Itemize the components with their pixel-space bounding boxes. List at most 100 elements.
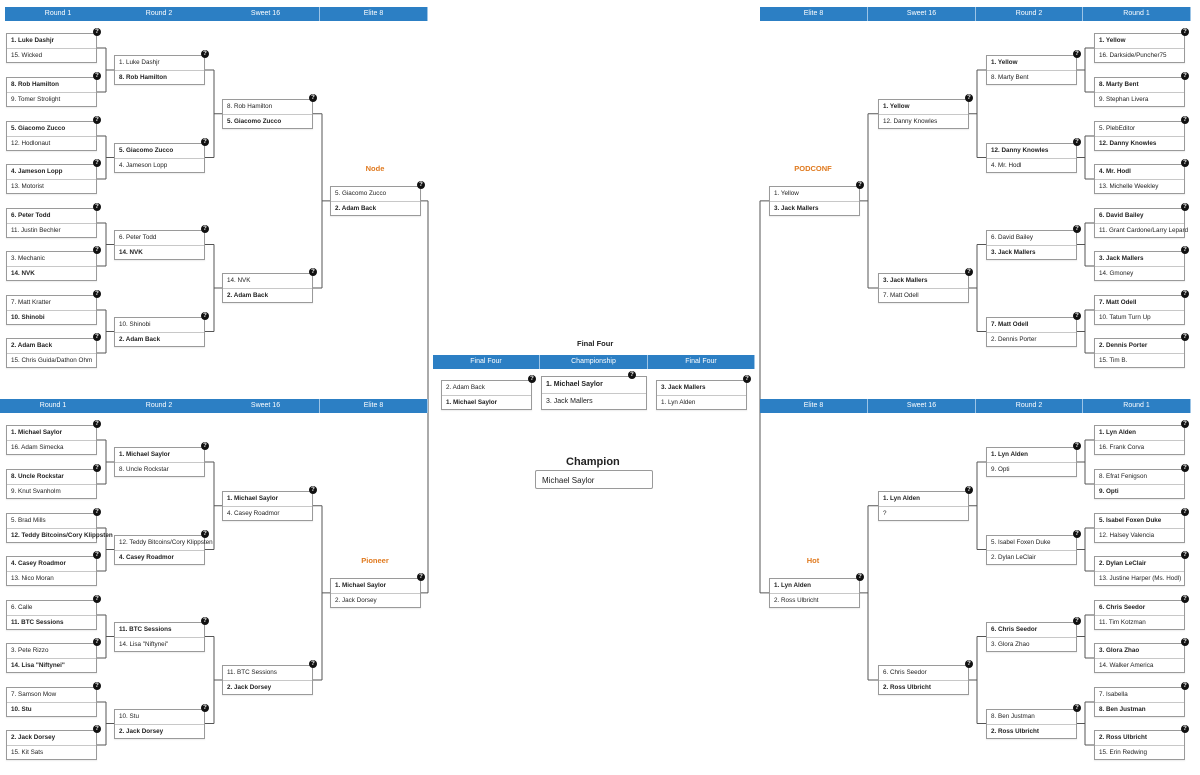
team-slot[interactable]: 4. Jameson Lopp <box>119 161 168 169</box>
team-slot[interactable]: 5. Giacomo Zucco <box>331 187 420 202</box>
team-slot[interactable]: 9. Opti <box>991 466 1010 473</box>
help-icon[interactable]: ? <box>309 485 317 494</box>
team-slot[interactable]: 8. Rob Hamilton <box>7 78 96 93</box>
help-icon[interactable]: ? <box>1073 311 1081 320</box>
help-icon[interactable]: ? <box>1073 616 1081 625</box>
help-icon[interactable]: ? <box>93 595 101 603</box>
team-slot[interactable]: 2. Dennis Porter <box>1095 339 1184 354</box>
team-slot[interactable]: 10. Tatum Turn Up <box>1099 314 1151 321</box>
help-icon[interactable]: ? <box>1181 290 1189 298</box>
help-icon[interactable]: ? <box>93 116 101 124</box>
team-slot[interactable]: 5. Giacomo Zucco <box>227 117 282 125</box>
help-icon[interactable]: ? <box>1073 50 1081 58</box>
team-slot[interactable]: 2. Ross Ulbricht <box>1095 731 1184 746</box>
team-slot[interactable]: 8. Ben Justman <box>987 710 1076 725</box>
help-icon[interactable]: ? <box>1073 442 1081 450</box>
team-slot[interactable]: 15. Wicked <box>11 52 43 59</box>
team-slot[interactable]: 1. Yellow <box>879 100 968 115</box>
team-slot[interactable]: 6. Calle <box>7 601 96 616</box>
help-icon[interactable]: ? <box>856 572 864 581</box>
team-slot[interactable]: 4. Casey Roadmor <box>119 553 174 561</box>
pioneer-s16-match[interactable]: 11. BTC Sessions 2. Jack Dorsey <box>222 665 313 695</box>
team-slot[interactable]: 2. Adam Back <box>227 292 269 299</box>
team-slot[interactable]: 5. Isabel Foxen Duke <box>1095 514 1184 529</box>
help-icon[interactable]: ? <box>417 572 425 581</box>
team-slot[interactable]: 9. Tomer Strolight <box>11 96 61 103</box>
team-slot[interactable]: 2. Jack Dorsey <box>227 684 272 691</box>
help-icon[interactable]: ? <box>1181 638 1189 646</box>
team-slot[interactable]: 5. Giacomo Zucco <box>7 122 96 137</box>
team-slot[interactable]: 4. Jameson Lopp <box>7 165 96 180</box>
team-slot[interactable]: 3. Pete Rizzo <box>7 644 96 659</box>
team-slot[interactable]: 8. Marty Bent <box>991 74 1029 81</box>
help-icon[interactable]: ? <box>965 485 973 494</box>
help-icon[interactable]: ? <box>93 682 101 690</box>
team-slot[interactable]: 7. Matt Odell <box>1095 296 1184 311</box>
team-slot[interactable]: 11. BTC Sessions <box>223 666 312 681</box>
team-slot[interactable]: 11. Justin Bechler <box>11 227 61 234</box>
team-slot[interactable]: 5. Brad Mills <box>7 514 96 529</box>
team-slot[interactable]: 2. Adam Back <box>335 204 377 212</box>
help-icon[interactable]: ? <box>93 290 101 298</box>
team-slot[interactable]: 8. Rob Hamilton <box>223 100 312 115</box>
team-slot[interactable]: 6. David Bailey <box>1095 209 1184 224</box>
team-slot[interactable]: 11. BTC Sessions <box>11 619 64 626</box>
team-slot[interactable]: 7. Samson Mow <box>7 688 96 703</box>
team-slot[interactable]: 2. Dennis Porter <box>991 335 1037 343</box>
help-icon[interactable]: ? <box>1181 28 1189 36</box>
team-slot[interactable]: 6. David Bailey <box>987 231 1076 246</box>
team-slot[interactable]: 3. Jack Mallers <box>879 274 968 289</box>
team-slot[interactable]: 3. Jack Mallers <box>657 381 746 396</box>
team-slot[interactable]: 3. Mechanic <box>7 252 96 267</box>
help-icon[interactable]: ? <box>1073 224 1081 233</box>
help-icon[interactable]: ? <box>201 703 209 712</box>
team-slot[interactable]: 8. Efrat Fenigson <box>1095 470 1184 485</box>
team-slot[interactable]: 12. Danny Knowles <box>1099 140 1157 147</box>
team-slot[interactable]: 1. Michael Saylor <box>331 579 420 594</box>
team-slot[interactable]: 6. Chris Seedor <box>1095 601 1184 616</box>
team-slot[interactable]: 14. Walker America <box>1099 662 1154 669</box>
help-icon[interactable]: ? <box>1181 203 1189 211</box>
help-icon[interactable]: ? <box>93 333 101 341</box>
help-icon[interactable]: ? <box>1181 333 1189 341</box>
help-icon[interactable]: ? <box>1181 725 1189 733</box>
node-s16-match[interactable]: 8. Rob Hamilton 5. Giacomo Zucco <box>222 98 313 129</box>
help-icon[interactable]: ? <box>528 375 536 383</box>
team-slot[interactable]: 7. Matt Kratter <box>7 296 96 311</box>
team-slot[interactable]: 1. Lyn Alden <box>1095 426 1184 441</box>
team-slot[interactable]: 1. Michael Saylor <box>7 426 96 441</box>
help-icon[interactable]: ? <box>309 93 317 102</box>
team-slot[interactable]: 2. Adam Back <box>119 335 161 343</box>
team-slot[interactable]: 13. Michelle Weekley <box>1099 183 1159 190</box>
team-slot[interactable]: 8. Uncle Rockstar <box>7 470 96 485</box>
team-slot[interactable]: 2. Dylan LeClair <box>1095 557 1184 572</box>
team-slot[interactable]: 14. Lisa "Niftynei" <box>119 640 169 648</box>
help-icon[interactable]: ? <box>965 268 973 276</box>
team-slot[interactable]: 1. Michael Saylor <box>223 492 312 507</box>
team-slot[interactable]: 1. Michael Saylor <box>446 399 498 406</box>
team-slot[interactable]: 1. Michael Saylor <box>115 448 204 463</box>
help-icon[interactable]: ? <box>93 246 101 254</box>
team-slot[interactable]: 6. Chris Seedor <box>987 623 1076 638</box>
help-icon[interactable]: ? <box>1181 508 1189 516</box>
